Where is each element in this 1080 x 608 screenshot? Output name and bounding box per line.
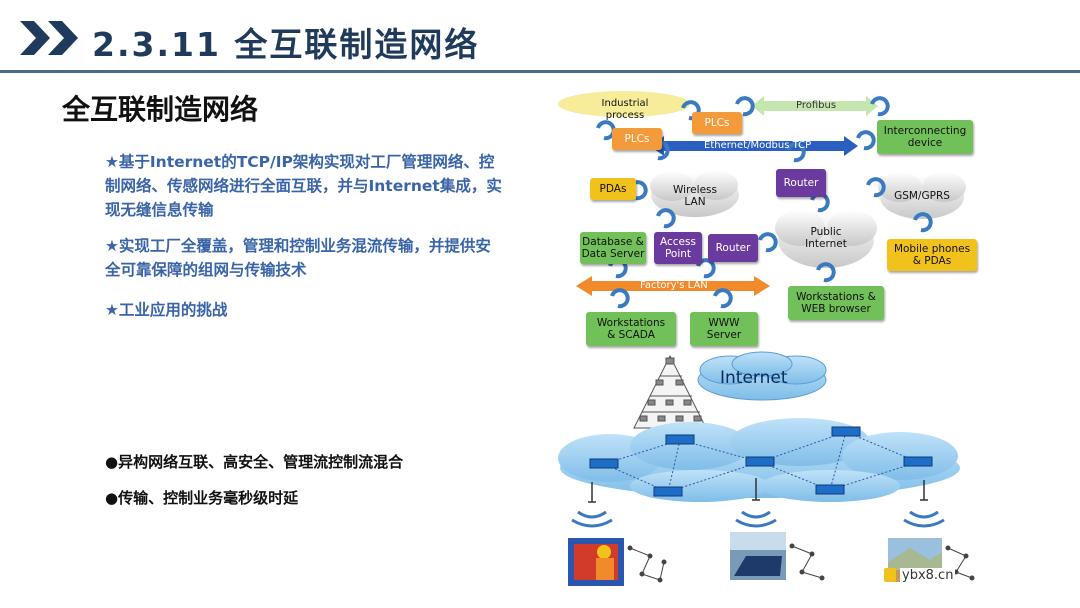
wireless-lan-cloud bbox=[650, 170, 739, 217]
public-internet-cloud bbox=[775, 210, 877, 268]
network-pyramid bbox=[633, 354, 707, 429]
mobile-phones-box: Mobile phones & PDAs bbox=[887, 239, 977, 271]
profibus-label: Profibus bbox=[796, 100, 837, 111]
solar-photo bbox=[730, 532, 786, 580]
bullet-2: ●传输、控制业务毫秒级时延 bbox=[105, 489, 299, 507]
database-server-box: Database & Data Server bbox=[580, 232, 646, 264]
point-1: ★基于Internet的TCP/IP架构实现对工厂管理网络、控制网络、传感网络进… bbox=[105, 153, 502, 219]
access-point-box: Access Point bbox=[654, 232, 702, 264]
mesh-cloud bbox=[558, 418, 960, 502]
page-title: 2.3.11 全互联制造网络 bbox=[92, 25, 480, 64]
workstations-web-box: Workstations & WEB browser bbox=[788, 286, 884, 320]
antenna-left bbox=[571, 482, 613, 528]
profibus-bar bbox=[752, 96, 878, 116]
gsm-cloud bbox=[878, 172, 966, 219]
industrial-process-label: Industrial process bbox=[601, 98, 649, 121]
watermark-logo-icon bbox=[884, 568, 896, 582]
internet-cloud bbox=[697, 351, 827, 401]
plcs-top-box: PLCs bbox=[692, 112, 742, 134]
ethernet-label: Ethernet/Modbus TCP bbox=[704, 140, 812, 151]
wireless-lan-label: Wireless LAN bbox=[673, 184, 717, 208]
gsm-gprs-label: GSM/GPRS bbox=[894, 190, 950, 202]
point-2: ★实现工厂全覆盖，管理和控制业务混流传输，并提供安全可靠保障的组网与传输技术 bbox=[105, 237, 491, 279]
watermark: ybx8.cn bbox=[900, 568, 956, 583]
internet-label: Internet bbox=[720, 368, 788, 388]
workstations-scada-box: Workstations & SCADA bbox=[586, 312, 676, 346]
router-mid-box: Router bbox=[708, 234, 758, 262]
antenna-right bbox=[903, 480, 945, 528]
chevron-icon bbox=[20, 21, 84, 55]
www-server-box: WWW Server bbox=[690, 312, 758, 346]
antenna-middle bbox=[735, 478, 777, 528]
factory-lan-label: Factory's LAN bbox=[640, 280, 708, 291]
plcs-left-box: PLCs bbox=[612, 128, 662, 150]
worker-photo bbox=[568, 538, 624, 586]
public-internet-label: Public Internet bbox=[805, 226, 847, 250]
router-top-box: Router bbox=[776, 169, 826, 197]
point-3: ★工业应用的挑战 bbox=[105, 301, 228, 319]
pdas-box: PDAs bbox=[590, 178, 636, 200]
ethernet-bar bbox=[650, 136, 858, 156]
section-title: 全互联制造网络 bbox=[62, 93, 259, 126]
interconnecting-device-box: Interconnecting device bbox=[877, 120, 973, 154]
header-divider bbox=[0, 70, 1080, 73]
bullet-1: ●异构网络互联、高安全、管理流控制流混合 bbox=[105, 453, 404, 471]
